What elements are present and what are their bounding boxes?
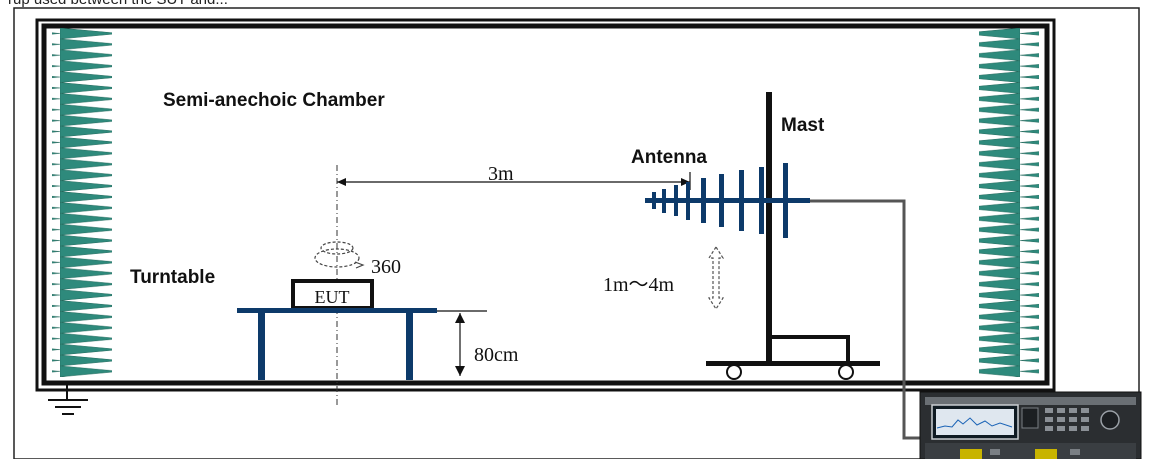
- ground-icon: [48, 385, 88, 415]
- eut-label: EUT: [315, 287, 350, 307]
- cropped-caption-text: rup used between the SUT and...: [8, 0, 228, 8]
- left-absorber-wall: [52, 28, 112, 377]
- antenna-label: Antenna: [631, 147, 707, 168]
- chamber-frame: [35, 18, 1056, 392]
- table-height-label: 80cm: [474, 344, 519, 366]
- antenna-mast: [706, 92, 880, 366]
- distance-label: 3m: [488, 163, 514, 185]
- turntable-label: Turntable: [130, 267, 215, 288]
- height-range-arrow: [707, 245, 725, 311]
- table-height-arrow: [437, 310, 487, 376]
- log-periodic-antenna: [645, 163, 810, 238]
- chamber-label: Semi-anechoic Chamber: [163, 90, 385, 111]
- rotation-label: 360: [371, 256, 401, 278]
- figure-border: [13, 7, 1140, 459]
- mast-wheel-icon: [726, 364, 854, 380]
- right-absorber-wall: [979, 28, 1039, 377]
- antenna-cable: [810, 199, 925, 440]
- mast-label: Mast: [781, 115, 825, 136]
- height-range-label: 1m～4m: [603, 274, 675, 296]
- spectrum-analyzer-icon: [919, 391, 1142, 459]
- turntable: [237, 308, 437, 380]
- rotation-arrow-icon: [314, 241, 365, 269]
